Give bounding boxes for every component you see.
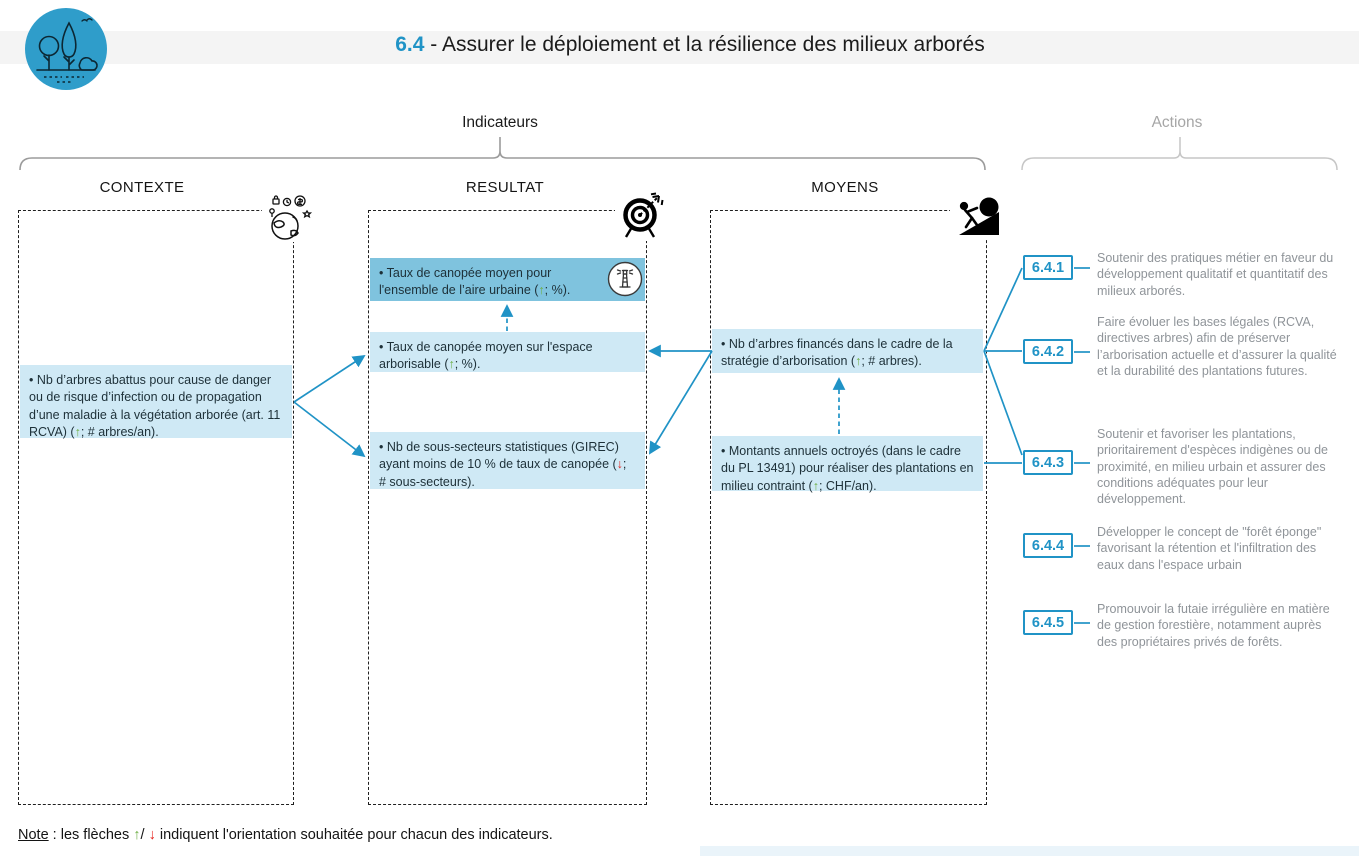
action-text-6-4-5: Promouvoir la futaie irrégulière en mati… <box>1097 602 1330 649</box>
column-title-moyens: MOYENS <box>811 179 879 196</box>
column-title-contexte: CONTEXTE <box>99 179 185 196</box>
action-badge-6-4-2: 6.4.2 <box>1023 339 1073 364</box>
action-text-6-4-4: Développer le concept de "forêt éponge" … <box>1097 525 1322 572</box>
note-label: Note <box>18 827 49 843</box>
column-title-resultat: RESULTAT <box>465 179 545 196</box>
up-arrow-icon: ↑ <box>448 357 455 372</box>
actions-group-label: Actions <box>1151 114 1203 131</box>
badge-text-connectors <box>1074 267 1090 624</box>
moyens-to-action-lines <box>983 267 1023 464</box>
indicators-brace <box>19 137 986 171</box>
down-arrow-icon: ↓ <box>616 457 623 472</box>
note-slash: / <box>140 827 149 843</box>
indicator-text: • Taux de canopée moyen sur l'espace arb… <box>379 340 593 372</box>
action-badge-6-4-3: 6.4.3 <box>1023 450 1073 475</box>
indicator-unit: ; CHF/an). <box>818 478 877 493</box>
action-badge-6-4-5: 6.4.5 <box>1023 610 1073 635</box>
up-arrow-icon: ↑ <box>538 283 545 298</box>
indicator-unit: ; %). <box>544 283 571 298</box>
section-number: 6.4 <box>395 33 425 56</box>
indicator-text: • Nb d’arbres financés dans le cadre de … <box>721 337 953 369</box>
indicator-text: • Nb de sous-secteurs statistiques (GIRE… <box>379 440 619 472</box>
action-badge-6-4-1: 6.4.1 <box>1023 255 1073 280</box>
actions-brace <box>1021 137 1338 171</box>
contexte-column-box <box>18 210 294 805</box>
indicator-resultat-canopee-aire-urbaine: • Taux de canopée moyen pour l'ensemble … <box>370 258 645 301</box>
up-arrow-icon: ↑ <box>133 827 141 843</box>
indicator-moyens-arbres-finances: • Nb d’arbres financés dans le cadre de … <box>712 329 983 373</box>
note-text: : les flèches <box>48 827 134 843</box>
up-arrow-icon: ↑ <box>812 478 819 493</box>
indicator-resultat-canopee-arborisable: • Taux de canopée moyen sur l'espace arb… <box>370 332 645 372</box>
moyens-column-box <box>710 210 987 805</box>
action-text-6-4-1: Soutenir des pratiques métier en faveur … <box>1097 251 1334 298</box>
indicator-unit: ; # arbres/an). <box>80 424 159 439</box>
up-arrow-icon: ↑ <box>74 424 81 439</box>
context-to-result-arrows <box>293 354 366 458</box>
lighthouse-icon <box>607 261 643 297</box>
up-arrow-icon: ↑ <box>855 354 862 369</box>
indicator-moyens-montants-annuels: • Montants annuels octroyés (dans le cad… <box>712 436 983 493</box>
action-text-6-4-2: Faire évoluer les bases légales (RCVA, d… <box>1097 315 1337 378</box>
indicator-unit: ; %). <box>454 357 481 372</box>
target-icon <box>615 187 669 241</box>
note-text-end: indiquent l'orientation souhaitée pour c… <box>155 827 553 843</box>
indicator-text: • Nb d’arbres abattus pour cause de dang… <box>29 373 281 439</box>
title-background-band <box>0 31 1359 64</box>
footer-band <box>700 846 1359 856</box>
effort-icon <box>950 194 1004 240</box>
page-title: 6.4 - Assurer le déploiement et la résil… <box>100 33 1280 57</box>
indicators-group-label: Indicateurs <box>462 114 538 131</box>
trees-logo-icon <box>24 6 110 92</box>
indicator-text: • Taux de canopée moyen pour l'ensemble … <box>379 266 552 298</box>
indicator-unit: ; # sous-secteurs). <box>379 457 627 489</box>
indicator-resultat-sous-secteurs: • Nb de sous-secteurs statistiques (GIRE… <box>370 432 645 489</box>
indicator-text: • Montants annuels octroyés (dans le cad… <box>721 444 974 493</box>
moyens-to-result-arrows <box>648 344 713 455</box>
globe-context-icon <box>262 192 314 242</box>
note: Note : les flèches ↑/ ↓ indiquent l'orie… <box>18 827 553 843</box>
indicator-contexte-arbres-abattus: • Nb d’arbres abattus pour cause de dang… <box>20 365 292 439</box>
title-text: Assurer le déploiement et la résilience … <box>441 33 985 56</box>
down-arrow-icon: ↓ <box>148 827 156 843</box>
action-badge-6-4-4: 6.4.4 <box>1023 533 1073 558</box>
action-text-6-4-3: Soutenir et favoriser les plantations, p… <box>1097 427 1328 506</box>
title-separator: - <box>424 33 442 56</box>
indicator-unit: ; # arbres). <box>861 354 922 369</box>
